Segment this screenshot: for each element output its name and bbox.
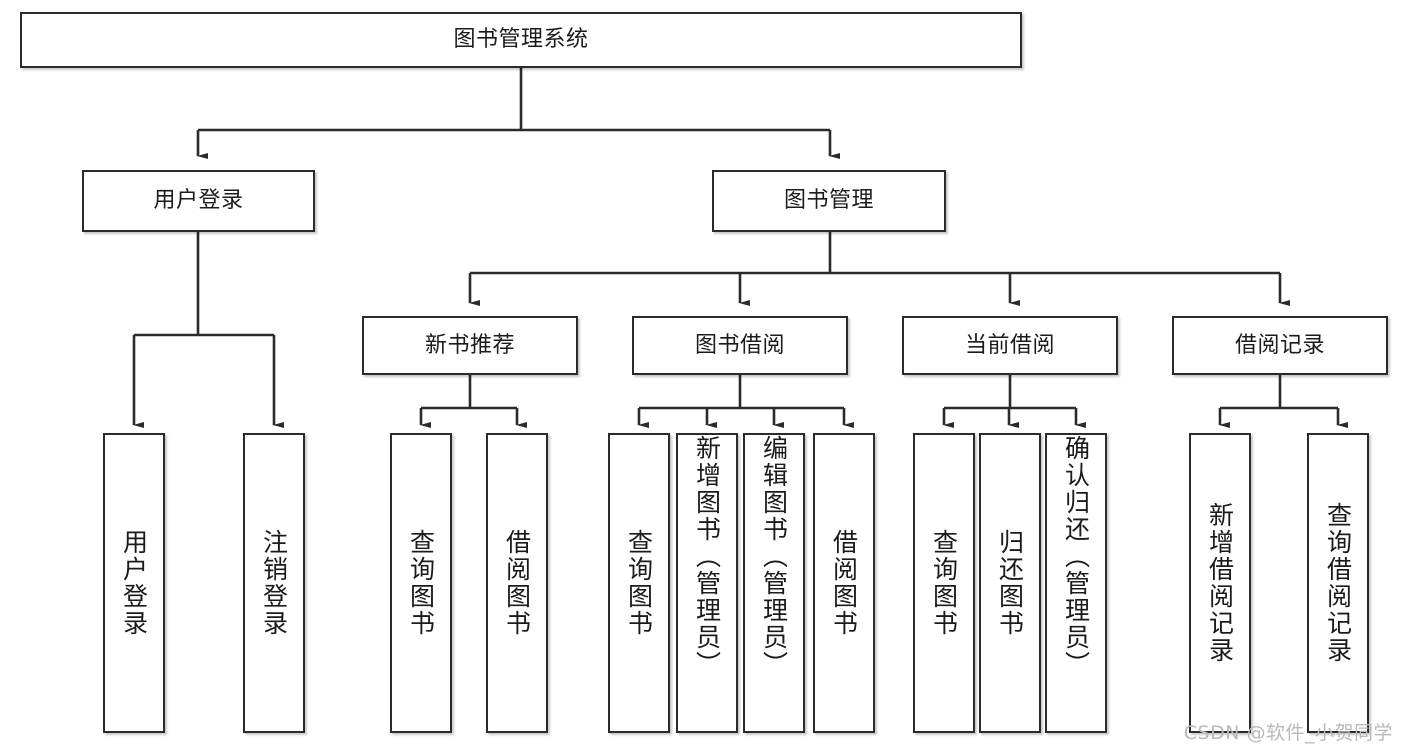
node-new-book-recommend[interactable]: 新书推荐	[362, 316, 578, 375]
node-leaf-add-record[interactable]: 新增借阅记录	[1189, 433, 1251, 733]
node-leaf-edit-book[interactable]: 编辑图书（管理员）	[743, 433, 805, 733]
node-leaf-query-book-2-label: 查询图书	[624, 529, 654, 637]
node-leaf-query-record[interactable]: 查询借阅记录	[1307, 433, 1369, 733]
node-leaf-return-book-label: 归还图书	[995, 529, 1025, 637]
node-user-login-label: 用户登录	[153, 188, 244, 214]
node-current-borrow-label: 当前借阅	[964, 332, 1055, 358]
node-leaf-query-book-3-label: 查询图书	[929, 529, 959, 637]
node-leaf-borrow-book-2-label: 借阅图书	[829, 529, 859, 637]
node-book-borrow[interactable]: 图书借阅	[632, 316, 848, 375]
node-book-manage[interactable]: 图书管理	[712, 170, 946, 232]
node-book-manage-label: 图书管理	[783, 188, 874, 214]
node-leaf-borrow-book-2[interactable]: 借阅图书	[813, 433, 875, 733]
node-leaf-add-book[interactable]: 新增图书（管理员）	[676, 433, 738, 733]
node-user-login[interactable]: 用户登录	[82, 170, 315, 232]
node-leaf-query-book-2[interactable]: 查询图书	[608, 433, 670, 733]
node-root-label: 图书管理系统	[453, 27, 589, 53]
node-current-borrow[interactable]: 当前借阅	[902, 316, 1118, 375]
node-borrow-record-label: 借阅记录	[1234, 332, 1325, 358]
node-leaf-query-book-1[interactable]: 查询图书	[390, 433, 452, 733]
node-new-book-recommend-label: 新书推荐	[424, 332, 515, 358]
node-leaf-query-record-label: 查询借阅记录	[1323, 502, 1353, 664]
node-leaf-user-logout-label: 注销登录	[259, 529, 289, 637]
node-leaf-return-book[interactable]: 归还图书	[979, 433, 1041, 733]
node-leaf-query-book-1-label: 查询图书	[406, 529, 436, 637]
node-root[interactable]: 图书管理系统	[20, 12, 1022, 68]
node-borrow-record[interactable]: 借阅记录	[1172, 316, 1388, 375]
node-leaf-confirm-return-label: 确认归还（管理员）	[1061, 435, 1091, 678]
node-leaf-add-record-label: 新增借阅记录	[1205, 502, 1235, 664]
csdn-watermark: CSDN @软件_小贺同学	[1183, 722, 1393, 744]
node-book-borrow-label: 图书借阅	[694, 332, 785, 358]
node-leaf-edit-book-label: 编辑图书（管理员）	[759, 435, 789, 678]
node-leaf-query-book-3[interactable]: 查询图书	[913, 433, 975, 733]
node-leaf-user-login[interactable]: 用户登录	[103, 433, 165, 733]
node-leaf-user-logout[interactable]: 注销登录	[243, 433, 305, 733]
node-leaf-borrow-book-1[interactable]: 借阅图书	[486, 433, 548, 733]
node-leaf-user-login-label: 用户登录	[119, 529, 149, 637]
node-leaf-confirm-return[interactable]: 确认归还（管理员）	[1045, 433, 1107, 733]
node-leaf-borrow-book-1-label: 借阅图书	[502, 529, 532, 637]
node-leaf-add-book-label: 新增图书（管理员）	[692, 435, 722, 678]
